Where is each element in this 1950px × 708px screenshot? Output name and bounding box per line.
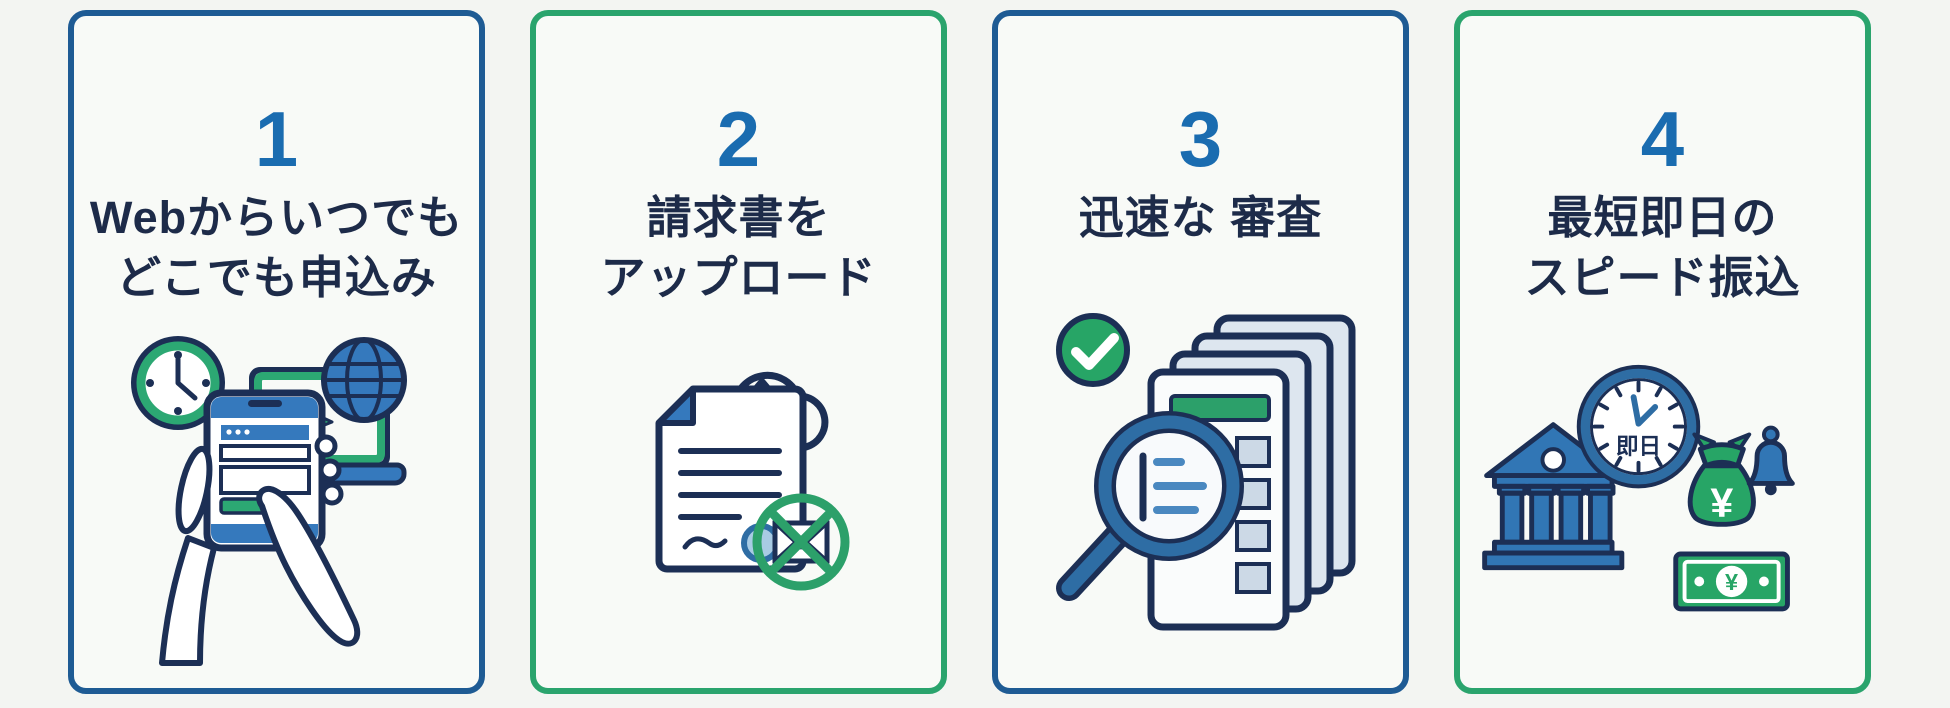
bell-icon xyxy=(1746,425,1795,496)
hand-icon xyxy=(158,445,217,666)
same-day-transfer-icon: 即日 ¥ xyxy=(1460,308,1865,688)
step-title-2-line2: アップロード xyxy=(600,252,877,303)
banknote-icon: ¥ xyxy=(1672,551,1790,612)
step-number-4: 4 xyxy=(1640,95,1685,183)
step-number-3: 3 xyxy=(1178,95,1223,183)
invoice-upload-icon xyxy=(536,308,941,688)
check-circle-icon xyxy=(1055,313,1130,387)
step-card-1: 1 Webからいつでも どこでも申込み xyxy=(68,10,485,694)
step-card-2: 2 請求書を アップロード xyxy=(530,10,947,694)
step-title-4: 最短即日の スピード振込 xyxy=(1524,188,1800,308)
banknote-yen: ¥ xyxy=(1725,569,1738,595)
web-apply-icon xyxy=(74,308,479,688)
step-number-2: 2 xyxy=(716,95,761,183)
step-title-1-line1: Webからいつでも xyxy=(89,192,464,243)
magnifier-icon xyxy=(1055,411,1244,601)
step-number-1: 1 xyxy=(254,95,299,183)
same-day-clock-icon: 即日 xyxy=(1576,364,1700,489)
step-title-3: 迅速な 審査 xyxy=(1079,188,1323,248)
clock-icon xyxy=(130,336,225,430)
step-title-1-line2: どこでも申込み xyxy=(116,252,437,303)
step-title-2-line1: 請求書を xyxy=(646,192,831,243)
step-card-4: 4 最短即日の スピード振込 xyxy=(1454,10,1871,694)
step-title-4-line1: 最短即日の xyxy=(1547,192,1778,243)
step-card-3: 3 迅速な 審査 xyxy=(992,10,1409,694)
step-title-2: 請求書を アップロード xyxy=(600,188,876,308)
step-title-1: Webからいつでも どこでも申込み xyxy=(90,188,463,308)
globe-icon xyxy=(320,337,407,423)
same-day-label: 即日 xyxy=(1615,434,1660,459)
step-title-3-line1: 迅速な 審査 xyxy=(1078,192,1323,243)
quick-screening-icon xyxy=(998,248,1403,688)
pointing-finger-icon xyxy=(255,434,360,647)
bank-icon xyxy=(1481,422,1624,571)
steps-row: 1 Webからいつでも どこでも申込み xyxy=(68,10,1871,694)
document-icon xyxy=(655,385,806,572)
money-bag-icon: ¥ xyxy=(1687,432,1756,527)
step-title-4-line2: スピード振込 xyxy=(1524,252,1801,303)
money-bag-yen: ¥ xyxy=(1710,480,1733,526)
no-mail-icon xyxy=(752,493,849,590)
